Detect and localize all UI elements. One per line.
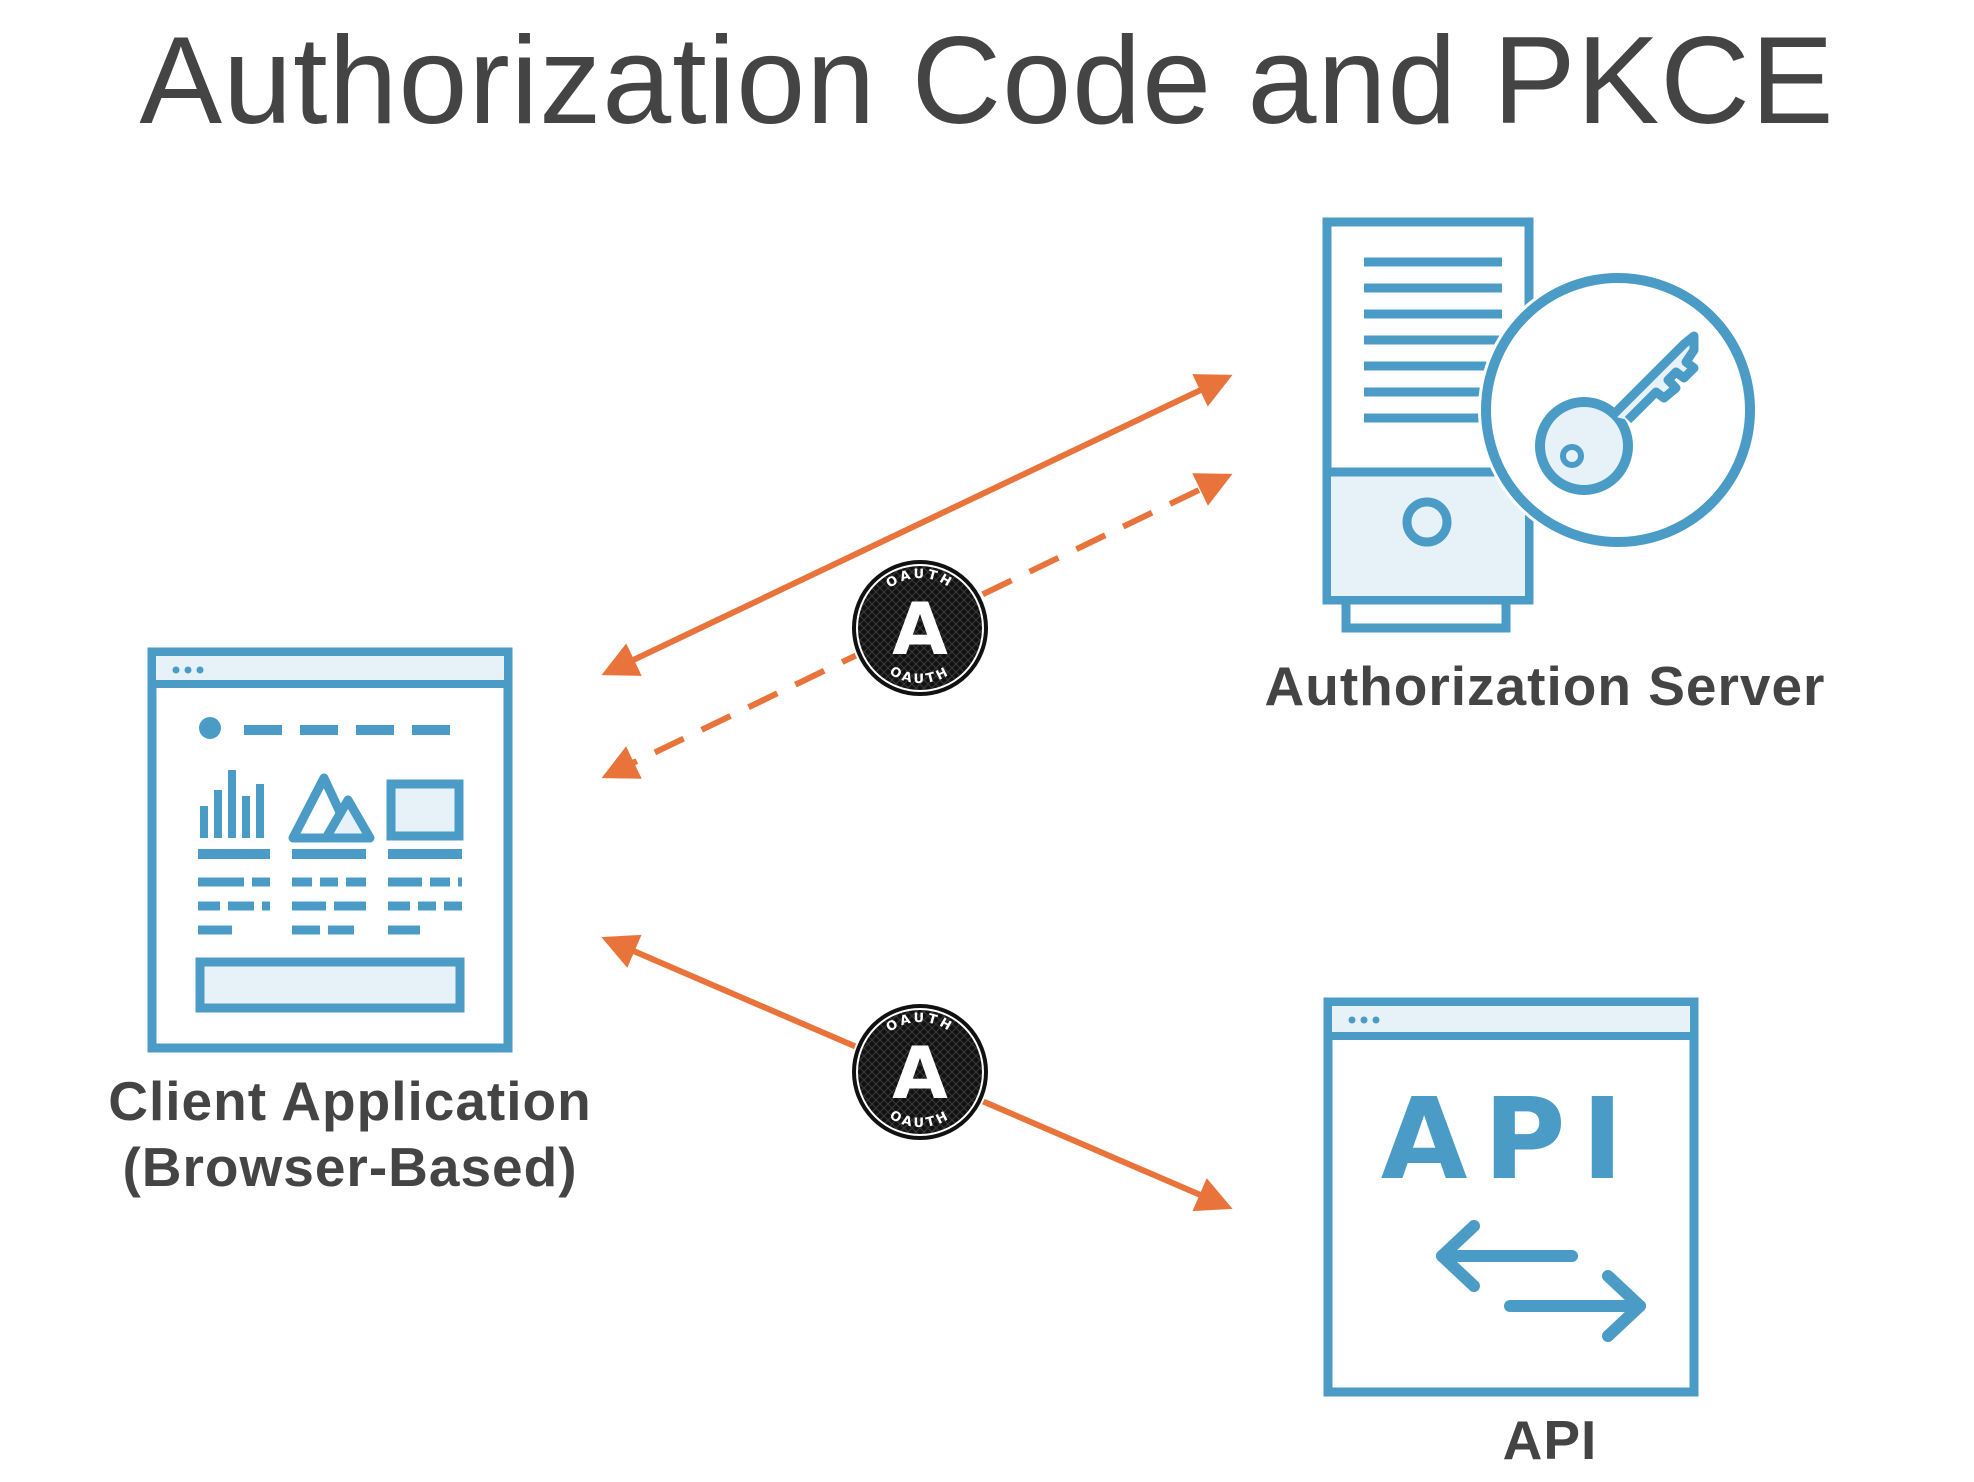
api-icon: API xyxy=(1323,997,1699,1397)
page-title: Authorization Code and PKCE xyxy=(139,12,1835,150)
oauth-badge-top: OAUTH OAUTH A xyxy=(850,558,990,698)
image-placeholder-icon xyxy=(386,779,464,859)
authorization-server-label: Authorization Server xyxy=(1264,655,1826,717)
client-application-label: Client Application (Browser-Based) xyxy=(40,1068,660,1200)
api-screen-text: API xyxy=(1381,1075,1639,1205)
key-icon xyxy=(1535,331,1699,495)
client-label-line2: (Browser-Based) xyxy=(122,1136,578,1198)
authorization-server-icon xyxy=(1322,217,1758,633)
badge-top-letter: A xyxy=(892,587,948,671)
mountain-icon xyxy=(288,773,375,859)
bar-chart-icon xyxy=(198,770,270,859)
client-label-line1: Client Application xyxy=(108,1070,592,1132)
client-application-icon xyxy=(147,647,513,1053)
badge-bottom-letter: A xyxy=(892,1031,948,1115)
oauth-badge-bottom: OAUTH OAUTH A xyxy=(850,1002,990,1142)
swap-arrows-icon xyxy=(1436,1220,1646,1342)
api-label: API xyxy=(1502,1409,1598,1471)
